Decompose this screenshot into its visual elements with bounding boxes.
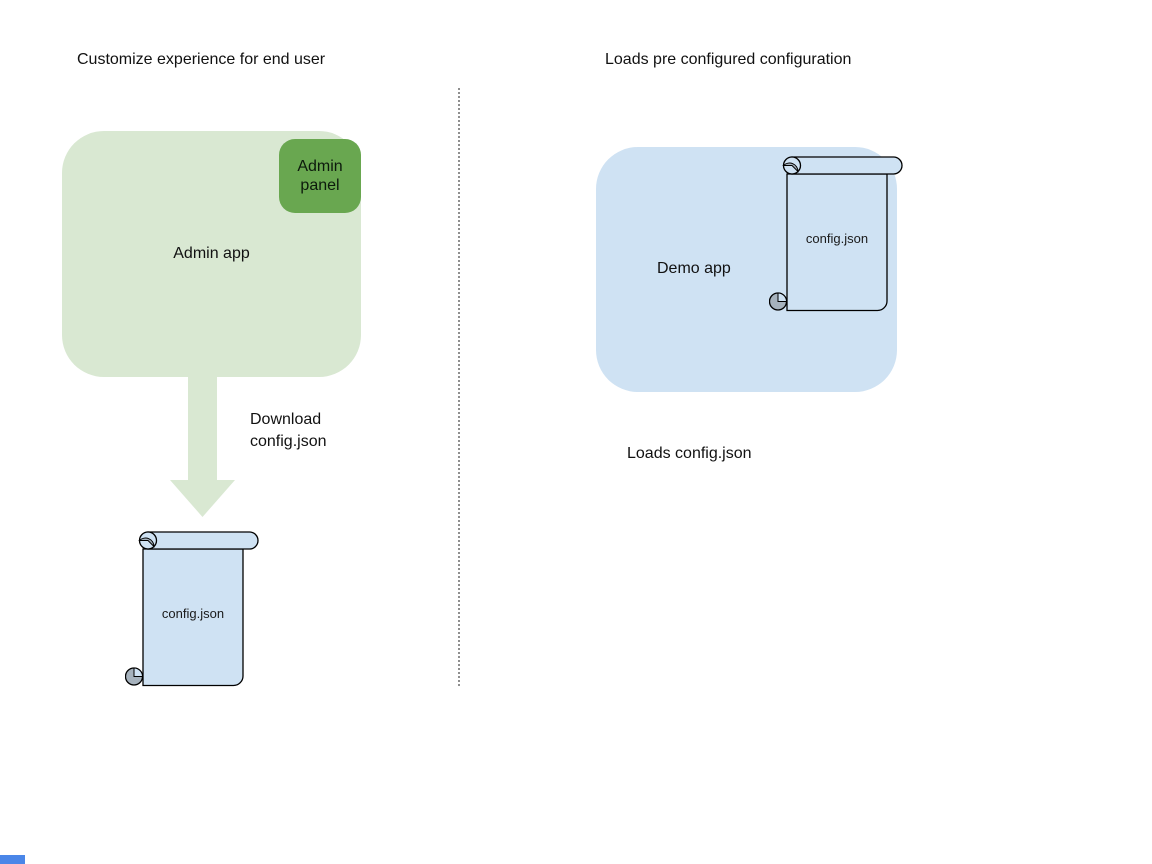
download-arrow-label-line1: Download <box>250 411 322 428</box>
scroll-bottom-curl-notch <box>777 292 788 302</box>
config-json-label-right: config.json <box>806 231 868 246</box>
download-arrow-label: Download config.json <box>250 409 327 453</box>
scroll-top-roll <box>791 156 903 175</box>
scroll-body <box>142 548 244 687</box>
config-json-label-left: config.json <box>162 606 224 621</box>
config-json-scroll-left: config.json <box>125 531 259 687</box>
download-arrow-label-line2: config.json <box>250 433 327 450</box>
scroll-top-curl-shade <box>782 162 799 173</box>
admin-app-label: Admin app <box>173 245 250 262</box>
scroll-top-roll <box>147 531 259 550</box>
left-section-title: Customize experience for end user <box>77 51 326 68</box>
corner-accent-rect <box>0 855 25 864</box>
download-arrow-icon <box>170 377 235 517</box>
admin-panel-box: Admin panel <box>279 139 361 213</box>
scroll-bottom-curl-notch <box>133 667 144 677</box>
config-json-scroll-right: config.json <box>769 156 903 312</box>
loads-config-caption: Loads config.json <box>627 445 752 462</box>
scroll-top-curl-shade <box>138 537 155 548</box>
section-divider <box>458 88 460 686</box>
download-arrow-shape <box>170 377 235 517</box>
right-section-title: Loads pre configured configuration <box>605 51 852 68</box>
demo-app-label: Demo app <box>657 260 731 277</box>
scroll-body <box>786 173 888 312</box>
admin-panel-label: Admin panel <box>297 158 343 194</box>
